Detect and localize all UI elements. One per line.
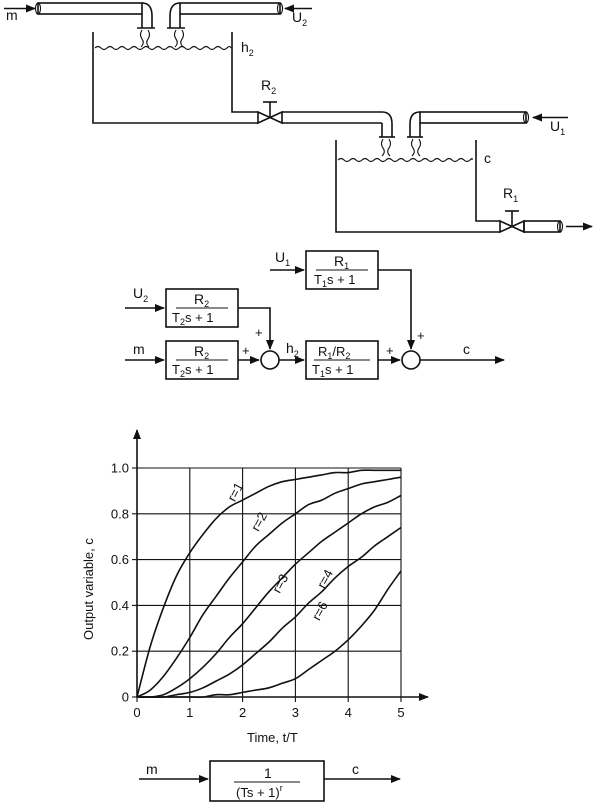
upper-tank xyxy=(92,32,258,124)
svg-text:T2s + 1: T2s + 1 xyxy=(172,310,214,327)
pipe-r2-out xyxy=(282,111,395,138)
block-u2: R2 T2s + 1 xyxy=(165,288,239,328)
y-tick-label: 0.4 xyxy=(111,598,129,613)
bd-label-c: c xyxy=(463,341,470,357)
y-tick-label: 0 xyxy=(122,690,129,705)
chart-tick-labels: 0 1 2 3 4 5 0 0.2 0.4 0.6 0.8 1.0 xyxy=(111,461,405,721)
label-u1: U1 xyxy=(550,118,565,137)
bd-plus-3: + xyxy=(417,328,425,343)
series-label-r-4: r=4 xyxy=(314,567,336,591)
block-h2: R1/R2 T1s + 1 xyxy=(305,340,379,380)
bd-label-m: m xyxy=(133,341,145,357)
y-tick-label: 0.6 xyxy=(111,552,129,567)
y-tick-label: 0.2 xyxy=(111,644,129,659)
series-line-r-3 xyxy=(136,494,402,698)
label-c: c xyxy=(484,150,491,166)
series-label-r-6: r=6 xyxy=(309,599,331,623)
series-label-r-2: r=2 xyxy=(248,510,270,534)
x-tick-label: 1 xyxy=(186,705,193,720)
label-h2: h2 xyxy=(241,39,254,58)
x-tick-label: 4 xyxy=(345,705,352,720)
label-r2: R2 xyxy=(261,77,276,96)
y-tick-label: 0.8 xyxy=(111,506,129,521)
tf-label-c: c xyxy=(352,761,359,777)
lower-water-surface xyxy=(337,157,473,163)
label-m: m xyxy=(6,7,18,23)
pipe-u1 xyxy=(407,111,530,138)
block-diagram: R1 T1s + 1 R2 T2s + 1 R2 T2s + 1 R1/R2 T… xyxy=(125,249,505,380)
svg-text:R1: R1 xyxy=(334,253,349,271)
svg-text:T1s + 1: T1s + 1 xyxy=(314,272,356,289)
tf-den: (Ts + 1)r xyxy=(236,783,283,800)
chart-xlabel: Time, t/T xyxy=(247,730,298,745)
svg-text:R2: R2 xyxy=(194,291,209,309)
bd-label-h2: h2 xyxy=(286,340,299,359)
bd-plus-1: + xyxy=(255,325,263,340)
chart-ylabel: Output variable, c xyxy=(81,538,96,640)
block-r1: R1 T1s + 1 xyxy=(305,250,379,290)
label-u2: U2 xyxy=(292,9,307,28)
svg-text:T2s + 1: T2s + 1 xyxy=(172,362,214,379)
summing-junction-1 xyxy=(260,350,280,370)
x-tick-label: 0 xyxy=(133,705,140,720)
series-label-r-3: r=3 xyxy=(269,571,291,595)
valve-r1-icon xyxy=(499,210,525,234)
svg-text:T1s + 1: T1s + 1 xyxy=(312,362,354,379)
pipe-outlet xyxy=(523,220,564,233)
label-r1: R1 xyxy=(503,185,518,204)
chart-grid xyxy=(137,467,402,697)
arrow-bd-r1-to-sum2 xyxy=(378,269,415,350)
bd-plus-2: + xyxy=(242,343,250,358)
water-stream-icon xyxy=(139,29,185,48)
series-line-r-6 xyxy=(136,570,402,698)
svg-text:R2: R2 xyxy=(194,343,209,361)
water-stream-icon-2 xyxy=(380,138,422,157)
summing-junction-2 xyxy=(401,350,421,370)
bd-label-u1: U1 xyxy=(275,249,290,268)
bd-label-u2: U2 xyxy=(133,285,148,304)
upper-water-surface xyxy=(94,45,232,51)
tf-num: 1 xyxy=(264,765,272,781)
series-line-r-2 xyxy=(136,476,402,698)
pipe-m xyxy=(34,2,155,29)
y-tick-label: 1.0 xyxy=(111,461,129,476)
x-tick-label: 3 xyxy=(292,705,299,720)
x-tick-label: 5 xyxy=(397,705,404,720)
x-tick-label: 2 xyxy=(239,705,246,720)
pipe-u2 xyxy=(167,2,284,29)
svg-text:R1/R2: R1/R2 xyxy=(318,344,350,361)
series-line-r-4 xyxy=(136,526,402,698)
lower-tank xyxy=(335,140,500,233)
valve-r2-icon xyxy=(257,101,283,125)
bd-plus-4: + xyxy=(386,343,394,358)
arrow-bd-u2-to-sum1 xyxy=(238,307,274,350)
block-m: R2 T2s + 1 xyxy=(165,340,239,380)
transfer-block: 1 (Ts + 1)r m c xyxy=(139,760,401,802)
series-line-r-1 xyxy=(136,469,401,698)
tf-label-m: m xyxy=(146,761,158,777)
block-tf xyxy=(209,760,325,802)
tank-system: m U2 h2 R2 U1 c R1 xyxy=(4,2,593,234)
